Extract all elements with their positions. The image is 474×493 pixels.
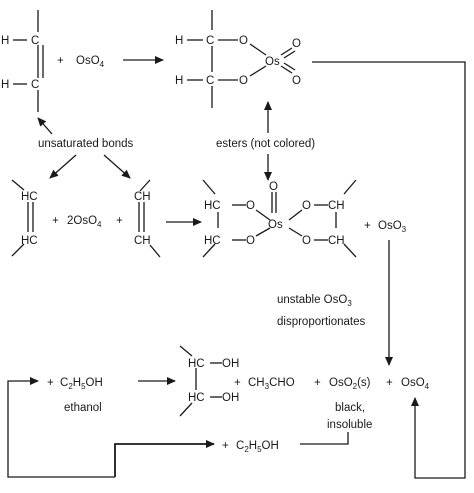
carbon-atom: C bbox=[206, 35, 214, 47]
osmium-recycle-arrow bbox=[312, 61, 466, 479]
disproportionates-label: disproportionates bbox=[277, 316, 365, 328]
esters-label: esters (not colored) bbox=[216, 138, 315, 150]
bis-osmate-ester-structure: HC HC O O O Os O O CH CH bbox=[202, 179, 357, 258]
label-arrow bbox=[49, 154, 77, 179]
oxygen-atom: O bbox=[292, 75, 301, 87]
plus-sign: + bbox=[116, 215, 123, 227]
carbon-atom: C bbox=[31, 79, 39, 91]
hc-group: HC bbox=[21, 191, 38, 203]
left-alkene-structure: HC HC bbox=[11, 179, 38, 257]
oxygen-atom: O bbox=[292, 38, 301, 50]
ch-group: CH bbox=[328, 200, 345, 212]
plus-sign: + bbox=[386, 377, 393, 389]
plus-sign: + bbox=[364, 220, 371, 232]
carbon-atom: C bbox=[31, 35, 39, 47]
ch-group: CH bbox=[134, 191, 151, 203]
hydroxyl-group: OH bbox=[222, 392, 239, 404]
plus-sign: + bbox=[314, 377, 321, 389]
ethanol-loop-arrow bbox=[7, 377, 115, 478]
plus-sign: + bbox=[47, 377, 54, 389]
unsaturated-bonds-label: unsaturated bonds bbox=[38, 138, 134, 150]
hc-group: HC bbox=[188, 392, 205, 404]
hydrogen-atom: H bbox=[175, 35, 183, 47]
plus-sign: + bbox=[234, 377, 241, 389]
oxygen-atom: O bbox=[246, 200, 255, 212]
osmate-ester-structure: H C H C O O Os O O bbox=[175, 10, 301, 108]
oxygen-atom: O bbox=[302, 200, 311, 212]
two-osmium-tetroxide-reagent: 2OsO4 bbox=[67, 215, 102, 229]
label-arrow bbox=[103, 154, 131, 179]
hydrogen-atom: H bbox=[175, 75, 183, 87]
osmium-dioxide-formula: OsO2(s) bbox=[329, 377, 371, 391]
dioxide-return-line bbox=[300, 432, 349, 445]
oxygen-atom: O bbox=[246, 235, 255, 247]
plus-sign: + bbox=[52, 215, 59, 227]
osmium-atom: Os bbox=[268, 219, 283, 231]
insoluble-label: insoluble bbox=[327, 419, 372, 431]
oxygen-atom: O bbox=[269, 181, 278, 193]
diol-structure: HC HC OH OH bbox=[179, 345, 239, 417]
osmium-trioxide-product: OsO3 bbox=[378, 220, 407, 234]
oxygen-atom: O bbox=[239, 35, 248, 47]
right-alkene-structure: CH CH bbox=[134, 179, 161, 258]
carbon-atom: C bbox=[206, 75, 214, 87]
ch-group: CH bbox=[328, 235, 345, 247]
ethanol-regeneration-arrow bbox=[114, 440, 215, 477]
hydrogen-atom: H bbox=[1, 35, 9, 47]
hc-group: HC bbox=[204, 235, 221, 247]
osmium-tetroxide-product: OsO4 bbox=[401, 377, 430, 391]
ethanol-formula: C2H5OH bbox=[236, 440, 279, 454]
label-arrow bbox=[37, 117, 53, 135]
oxygen-atom: O bbox=[302, 235, 311, 247]
osmium-atom: Os bbox=[265, 56, 280, 68]
hydrogen-atom: H bbox=[1, 79, 9, 91]
ethanol-label: ethanol bbox=[64, 402, 102, 414]
unstable-label: unstable OsO3 bbox=[277, 294, 352, 308]
hc-group: HC bbox=[204, 200, 221, 212]
plus-sign: + bbox=[222, 440, 229, 452]
plus-sign: + bbox=[57, 55, 64, 67]
hydroxyl-group: OH bbox=[222, 358, 239, 370]
osmium-tetroxide-reagent: OsO4 bbox=[76, 55, 105, 69]
oxygen-atom: O bbox=[239, 75, 248, 87]
alkene-structure: H C H C bbox=[1, 10, 44, 112]
ethanol-formula: C2H5OH bbox=[60, 377, 103, 391]
ch-group: CH bbox=[134, 235, 151, 247]
acetaldehyde-formula: CH3CHO bbox=[248, 377, 295, 391]
hc-group: HC bbox=[21, 235, 38, 247]
black-label: black, bbox=[335, 402, 365, 414]
hc-group: HC bbox=[188, 358, 205, 370]
